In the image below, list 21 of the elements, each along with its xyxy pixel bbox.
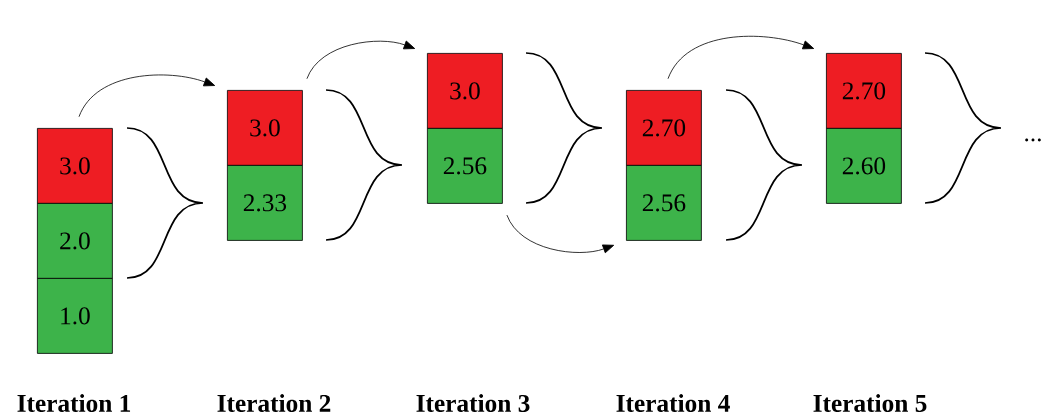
- iteration-label: Iteration 1: [17, 394, 131, 412]
- curved-arrow: [667, 35, 815, 80]
- value-cell: 3.0: [427, 53, 503, 129]
- value-cell: 2.70: [626, 90, 702, 166]
- curved-arrow: [78, 74, 216, 118]
- value-cell: 3.0: [37, 128, 113, 204]
- ellipsis: ...: [1025, 138, 1041, 142]
- value-cell: 2.70: [826, 53, 902, 129]
- value-cell: 2.56: [427, 128, 503, 204]
- iteration-label: Iteration 4: [616, 394, 730, 412]
- value-cell: 2.33: [227, 165, 303, 241]
- iteration-label: Iteration 3: [416, 394, 530, 412]
- value-cell: 2.56: [626, 165, 702, 241]
- curved-arrow: [506, 214, 615, 254]
- curved-arrow: [306, 40, 416, 80]
- value-cell: 1.0: [37, 278, 113, 354]
- iteration-label: Iteration 2: [217, 394, 331, 412]
- iteration-label: Iteration 5: [813, 394, 927, 412]
- value-cell: 2.0: [37, 203, 113, 279]
- value-cell: 2.60: [826, 128, 902, 204]
- value-cell: 3.0: [227, 90, 303, 166]
